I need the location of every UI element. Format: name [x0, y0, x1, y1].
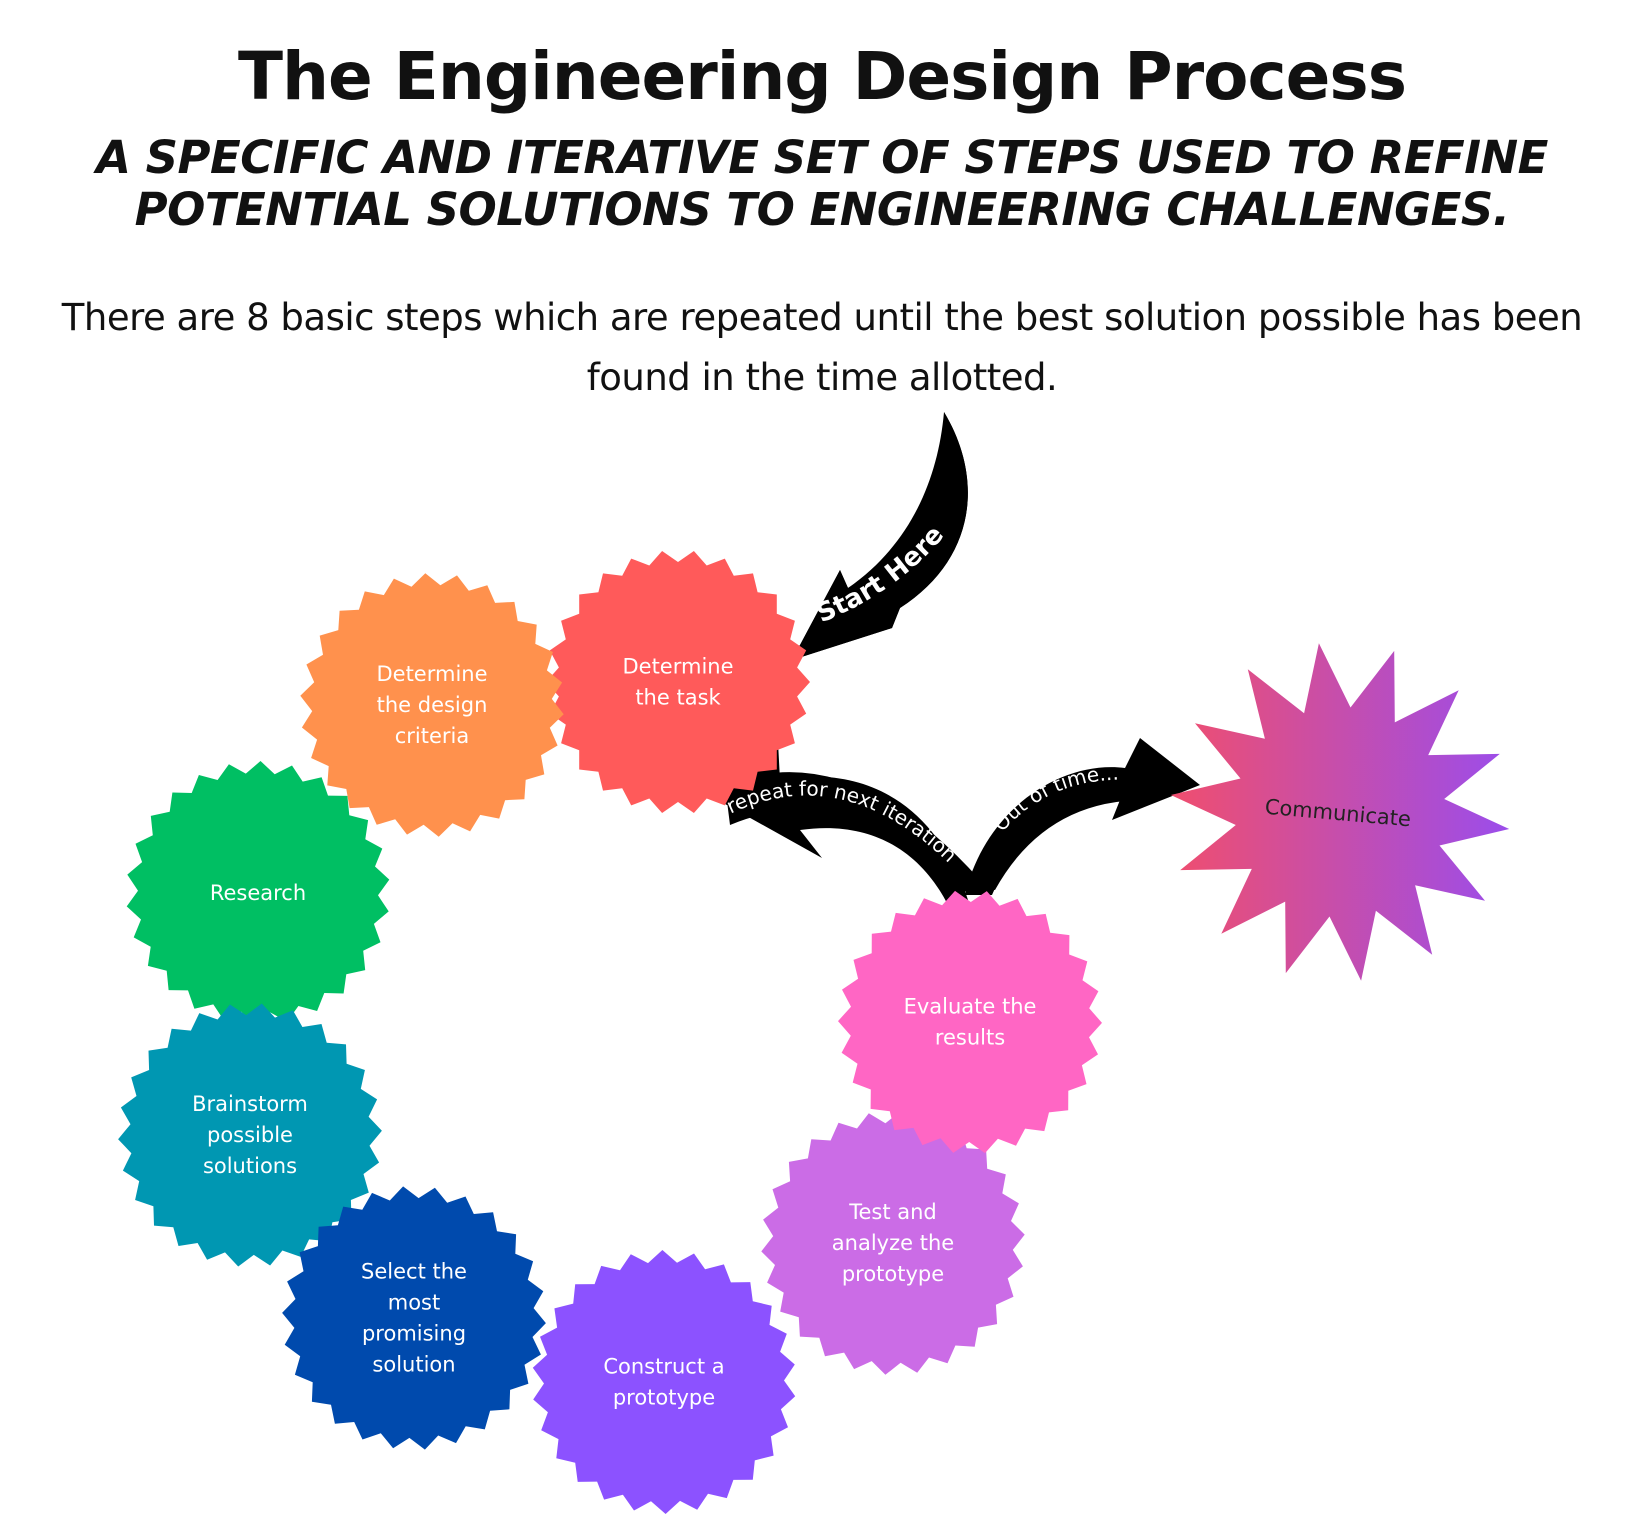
step-criteria-label-line: Determine	[376, 662, 487, 686]
intro-line-2: found in the time allotted.	[586, 356, 1058, 399]
intro-text: There are 8 basic steps which are repeat…	[40, 288, 1604, 408]
intro-line-1: There are 8 basic steps which are repeat…	[61, 296, 1583, 339]
step-criteria-label-line: the design	[377, 693, 488, 717]
step-select-label-line: most	[388, 1291, 440, 1315]
step-research: Research	[126, 761, 390, 1025]
step-brainstorm-label-line: solutions	[203, 1154, 297, 1178]
step-criteria-badge	[300, 573, 564, 837]
step-test: Test and analyze the prototype	[761, 1111, 1025, 1375]
step-select-badge	[282, 1186, 546, 1450]
step-test-label-line: analyze the	[832, 1231, 954, 1255]
step-brainstorm-badge	[118, 1003, 382, 1267]
step-test-label-line: prototype	[842, 1262, 944, 1286]
step-brainstorm-label-line: Brainstorm	[192, 1092, 308, 1116]
step-brainstorm-label-line: possible	[207, 1123, 293, 1147]
step-criteria: Determine the design criteria	[300, 573, 564, 837]
step-test-label-line: Test and	[848, 1200, 937, 1224]
step-task-label-line: the task	[635, 686, 721, 710]
out-of-time-arrow: Out of time...	[965, 738, 1200, 895]
subtitle-line-2: POTENTIAL SOLUTIONS TO ENGINEERING CHALL…	[134, 183, 1510, 236]
step-criteria-label-line: criteria	[395, 724, 470, 748]
step-task-badge	[546, 551, 810, 813]
page-subtitle: A SPECIFIC AND ITERATIVE SET OF STEPS US…	[80, 132, 1564, 236]
step-task: Determine the task	[546, 551, 810, 813]
step-task-label-line: Determine	[622, 655, 733, 679]
step-evaluate: Evaluate the results	[838, 890, 1102, 1154]
start-here-arrow: Start Here	[792, 412, 968, 660]
step-construct-label-line: Construct a	[603, 1355, 724, 1379]
communicate-star: Communicate	[1170, 643, 1510, 981]
step-construct: Construct a prototype	[532, 1250, 796, 1514]
page-title: The Engineering Design Process	[238, 38, 1407, 115]
step-evaluate-label-line: results	[935, 1026, 1005, 1050]
step-research-label-line: Research	[210, 881, 306, 905]
step-select-label-line: Select the	[361, 1260, 467, 1284]
step-select-label-line: solution	[372, 1353, 455, 1377]
step-evaluate-label-line: Evaluate the	[904, 995, 1037, 1019]
step-test-badge	[761, 1111, 1025, 1375]
step-brainstorm: Brainstorm possible solutions	[118, 1003, 382, 1267]
step-select: Select the most promising solution	[282, 1186, 546, 1450]
step-select-label-line: promising	[362, 1322, 466, 1346]
step-construct-label-line: prototype	[613, 1386, 715, 1410]
subtitle-line-1: A SPECIFIC AND ITERATIVE SET OF STEPS US…	[96, 131, 1548, 184]
step-construct-badge	[532, 1250, 796, 1514]
step-research-badge	[126, 761, 390, 1025]
step-evaluate-badge	[838, 890, 1102, 1154]
